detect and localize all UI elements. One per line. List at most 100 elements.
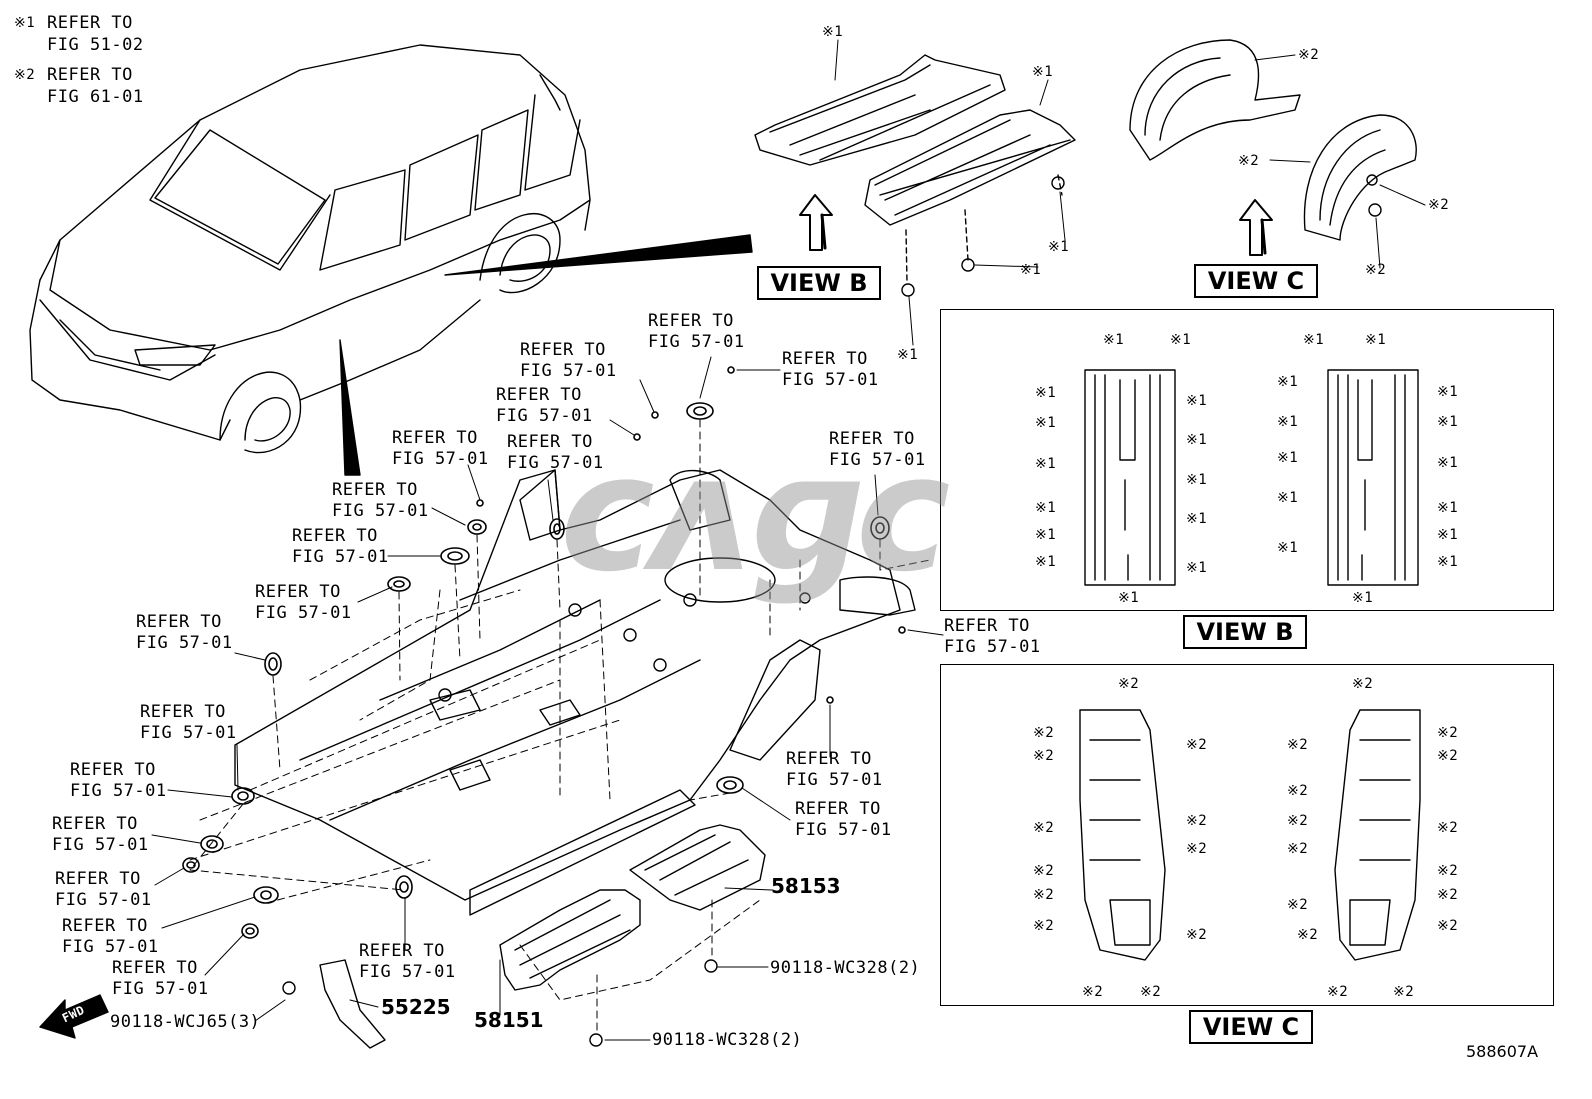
fig-text: FIG 57-01 bbox=[332, 501, 429, 521]
fig-text: FIG 57-01 bbox=[648, 332, 745, 352]
mark-2: ※2 bbox=[1186, 813, 1208, 829]
mark-1: ※1 bbox=[1186, 432, 1208, 448]
fig-text: FIG 57-01 bbox=[55, 890, 152, 910]
mark-1: ※1 bbox=[897, 347, 919, 363]
mark-1: ※1 bbox=[1437, 500, 1459, 516]
refer-to-text: REFER TO bbox=[507, 432, 593, 452]
refer-to-text: REFER TO bbox=[786, 749, 872, 769]
note-2-line1: REFER TO bbox=[47, 65, 133, 85]
part-90118-wc328-b[interactable]: 90118-WC328(2) bbox=[652, 1030, 803, 1050]
mark-1: ※1 bbox=[1437, 384, 1459, 400]
mark-1: ※1 bbox=[1035, 415, 1057, 431]
view-c-title-top[interactable]: VIEW C bbox=[1194, 264, 1318, 298]
mark-1: ※1 bbox=[1186, 393, 1208, 409]
refer-to-text: REFER TO bbox=[944, 616, 1030, 636]
mark-2: ※2 bbox=[1033, 820, 1055, 836]
mark-2: ※2 bbox=[1437, 863, 1459, 879]
part-90118-wc328-a[interactable]: 90118-WC328(2) bbox=[770, 958, 921, 978]
fig-text: FIG 57-01 bbox=[255, 603, 352, 623]
part-58153[interactable]: 58153 bbox=[771, 874, 841, 898]
refer-to-text: REFER TO bbox=[496, 385, 582, 405]
mark-2: ※2 bbox=[1287, 783, 1309, 799]
refer-to-text: REFER TO bbox=[795, 799, 881, 819]
fig-text: FIG 57-01 bbox=[359, 962, 456, 982]
mark-2: ※2 bbox=[1437, 725, 1459, 741]
mark-2: ※2 bbox=[1428, 197, 1450, 213]
mark-1: ※1 bbox=[1365, 332, 1387, 348]
note-2-mark: ※2 bbox=[14, 67, 36, 83]
refer-to-text: REFER TO bbox=[62, 916, 148, 936]
heat-insulators bbox=[282, 824, 766, 1049]
mark-1: ※1 bbox=[1277, 540, 1299, 556]
drawing-number: 588607A bbox=[1466, 1042, 1539, 1061]
label-leaders bbox=[151, 39, 1426, 1041]
mark-2: ※2 bbox=[1140, 984, 1162, 1000]
part-55225[interactable]: 55225 bbox=[381, 995, 451, 1019]
mark-2: ※2 bbox=[1327, 984, 1349, 1000]
note-1-mark: ※1 bbox=[14, 15, 36, 31]
mark-1: ※1 bbox=[1048, 239, 1070, 255]
mark-1: ※1 bbox=[1035, 554, 1057, 570]
fig-text: FIG 57-01 bbox=[782, 370, 879, 390]
fig-text: FIG 57-01 bbox=[140, 723, 237, 743]
mark-2: ※2 bbox=[1287, 737, 1309, 753]
view-c-title-frame[interactable]: VIEW C bbox=[1189, 1010, 1313, 1044]
mark-1: ※1 bbox=[1035, 385, 1057, 401]
mark-1: ※1 bbox=[1437, 414, 1459, 430]
view-b-title-frame[interactable]: VIEW B bbox=[1183, 615, 1307, 649]
fig-text: FIG 57-01 bbox=[786, 770, 883, 790]
grommets bbox=[182, 366, 906, 939]
mark-1: ※1 bbox=[1186, 560, 1208, 576]
mark-1: ※1 bbox=[1277, 374, 1299, 390]
mark-1: ※1 bbox=[1277, 490, 1299, 506]
mark-1: ※1 bbox=[1118, 590, 1140, 606]
part-90118-wcj65[interactable]: 90118-WCJ65(3) bbox=[110, 1012, 261, 1032]
mark-2: ※2 bbox=[1287, 813, 1309, 829]
mark-2: ※2 bbox=[1437, 820, 1459, 836]
refer-to-text: REFER TO bbox=[112, 958, 198, 978]
refer-to-text: REFER TO bbox=[332, 480, 418, 500]
mark-1: ※1 bbox=[1170, 332, 1192, 348]
mark-2: ※2 bbox=[1033, 918, 1055, 934]
floor-pan-illustration bbox=[234, 469, 916, 916]
view-b-panels bbox=[1084, 369, 1419, 586]
mark-2: ※2 bbox=[1186, 841, 1208, 857]
mark-1: ※1 bbox=[1277, 450, 1299, 466]
view-c-frame bbox=[940, 664, 1554, 1006]
mark-1: ※1 bbox=[1186, 511, 1208, 527]
vehicle-illustration bbox=[29, 44, 591, 454]
mark-2: ※2 bbox=[1437, 748, 1459, 764]
mark-2: ※2 bbox=[1033, 748, 1055, 764]
part-58151[interactable]: 58151 bbox=[474, 1008, 544, 1032]
fig-text: FIG 57-01 bbox=[292, 547, 389, 567]
mark-1: ※1 bbox=[1437, 554, 1459, 570]
refer-to-text: REFER TO bbox=[648, 311, 734, 331]
fig-text: FIG 57-01 bbox=[62, 937, 159, 957]
refer-to-text: REFER TO bbox=[782, 349, 868, 369]
view-b-title-top[interactable]: VIEW B bbox=[757, 266, 881, 300]
fig-text: FIG 57-01 bbox=[795, 820, 892, 840]
refer-to-text: REFER TO bbox=[140, 702, 226, 722]
mark-2: ※2 bbox=[1437, 918, 1459, 934]
